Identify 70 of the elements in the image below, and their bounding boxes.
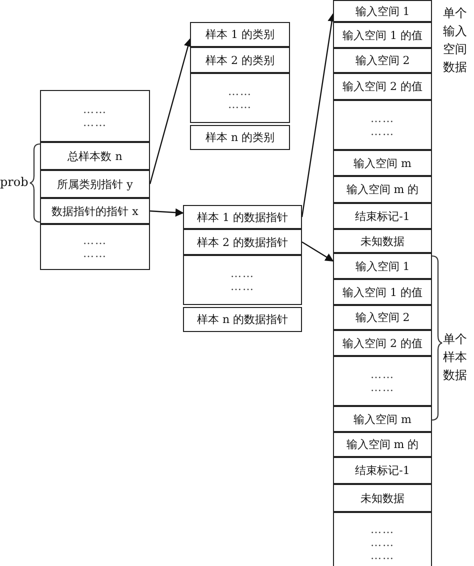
memory-cell (40, 170, 150, 198)
cell-text: 输入空间 m 的 (346, 182, 419, 197)
cell-text: 输入空间 m 的 (346, 437, 419, 452)
ellipsis-cell (333, 356, 432, 406)
ellipsis-text: …… …… …… (369, 522, 396, 562)
cell-text: 结束标记-1 (355, 208, 410, 224)
cell-text: 样本 n 的类别 (205, 130, 275, 145)
memory-cell (40, 142, 150, 170)
arrow (302, 241, 334, 262)
ellipsis-cell (333, 100, 432, 150)
memory-cell (190, 47, 290, 73)
cell-text: 总样本数 n (68, 148, 122, 164)
memory-cell (333, 457, 432, 484)
cell-text: 输入空间 2 的值 (342, 79, 422, 94)
ellipsis-cell (40, 90, 150, 142)
ellipsis-cell (190, 73, 290, 123)
variable-label: prob (0, 175, 30, 189)
memory-cell (183, 307, 302, 332)
memory-cell (190, 22, 290, 47)
cell-text: 结束标记-1 (355, 463, 410, 478)
memory-cell (183, 229, 302, 255)
ellipsis-text: …… …… (226, 85, 253, 111)
ellipsis-cell (333, 512, 432, 566)
cell-text: 样本 2 的类别 (206, 52, 274, 68)
cell-text: 输入空间 2 (355, 53, 410, 68)
ellipsis-text: …… …… (229, 267, 256, 293)
cell-text: 输入空间 m (354, 412, 412, 426)
memory-cell (333, 305, 432, 330)
memory-cell (333, 432, 432, 457)
cell-text: 所属类别指针 y (57, 176, 133, 192)
ellipsis-text: …… …… (82, 103, 108, 129)
brace-label: 单个样本数据 (443, 331, 468, 384)
cell-text: 数据指针的指针 x (52, 204, 138, 218)
cell-text: 输入空间 1 (355, 4, 410, 18)
cell-text: 输入空间 2 (355, 310, 410, 325)
cell-text: 样本 n 的数据指针 (196, 312, 288, 327)
memory-cell (333, 229, 432, 253)
memory-cell (40, 198, 150, 224)
ellipsis-text: …… …… (369, 112, 396, 138)
cell-text: 未知数据 (360, 234, 404, 248)
ellipsis-cell (183, 255, 302, 305)
arrow (150, 208, 184, 217)
memory-cell (333, 253, 432, 279)
cell-text: 未知数据 (360, 490, 404, 506)
memory-cell (333, 203, 432, 229)
cell-text: 输入空间 1 的值 (342, 28, 422, 42)
memory-cell (333, 73, 432, 100)
memory-cell (333, 22, 432, 48)
memory-cell (183, 205, 302, 229)
memory-cell (333, 0, 432, 22)
arrow (149, 38, 192, 184)
cell-text: 样本 1 的数据指针 (197, 210, 288, 224)
cell-text: 输入空间 2 的值 (342, 336, 422, 350)
ellipsis-text: …… …… (82, 234, 108, 260)
cell-text: 输入空间 m (354, 156, 412, 170)
memory-cell (333, 484, 432, 512)
memory-cell (333, 176, 432, 203)
memory-cell (333, 279, 432, 305)
memory-cell (333, 150, 432, 176)
ellipsis-cell (40, 224, 150, 270)
memory-cell (333, 330, 432, 356)
ellipsis-text: …… …… (369, 368, 396, 394)
brace-label: 单个输入空间数据 (443, 5, 468, 76)
cell-text: 样本 1 的类别 (206, 27, 274, 42)
cell-text: 样本 2 的数据指针 (197, 234, 288, 250)
memory-cell (333, 406, 432, 432)
memory-cell (190, 125, 290, 150)
cell-text: 输入空间 1 (355, 258, 410, 274)
cell-text: 输入空间 1 的值 (342, 284, 422, 300)
memory-cell (333, 48, 432, 73)
